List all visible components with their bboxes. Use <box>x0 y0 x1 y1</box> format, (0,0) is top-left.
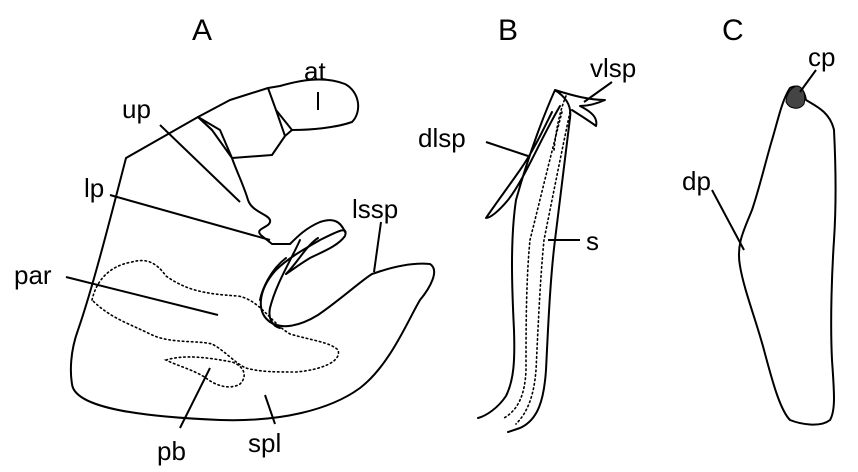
panel-a-label-par: par <box>14 260 52 290</box>
panel-b-label-dlsp: dlsp <box>418 123 466 153</box>
panel-b-shaft-outline <box>478 90 605 432</box>
panel-a-label-up: up <box>122 94 151 124</box>
panel-a-lssp-flange <box>260 238 318 328</box>
panel-c-label-cp: cp <box>808 42 835 72</box>
panel-b-dlsp-leader <box>486 142 528 156</box>
panel-a-lp-leader <box>110 195 270 240</box>
panel-a-par-dotted-region <box>92 261 338 372</box>
panel-b-inner-dotted-2 <box>516 112 570 424</box>
panel-c-bone-outline <box>739 87 836 425</box>
panel-a-pb-dotted-region <box>166 357 244 387</box>
panel-a-label-at: at <box>304 56 326 86</box>
panel-a-label-pb: pb <box>157 436 186 466</box>
panel-c-cp-leader <box>800 70 816 92</box>
panel-a-letter: A <box>192 14 212 47</box>
panel-c: C cp dp <box>682 14 836 425</box>
panel-a-lssp-leader <box>374 222 381 272</box>
panel-a-label-lp: lp <box>84 173 104 203</box>
panel-c-label-dp: dp <box>682 166 711 196</box>
panel-b-inner-dotted-3 <box>554 96 566 150</box>
panel-a-bone-outline <box>71 117 434 420</box>
panel-a-spl-leader <box>265 395 275 424</box>
panel-a-label-lssp: lssp <box>352 194 398 224</box>
panel-a: A at up lp lssp par pb spl <box>14 14 434 466</box>
panel-a-at-process <box>198 80 358 158</box>
panel-b-label-vlsp: vlsp <box>590 53 636 83</box>
panel-b-letter: B <box>498 14 518 47</box>
panel-a-label-spl: spl <box>248 428 281 458</box>
panel-a-processes <box>232 158 345 244</box>
panel-a-up-leader <box>160 125 240 202</box>
panel-b: B vlsp dlsp s <box>418 14 636 432</box>
panel-b-label-s: s <box>586 226 599 256</box>
panel-c-letter: C <box>722 14 744 47</box>
panel-c-dp-leader <box>712 190 744 250</box>
